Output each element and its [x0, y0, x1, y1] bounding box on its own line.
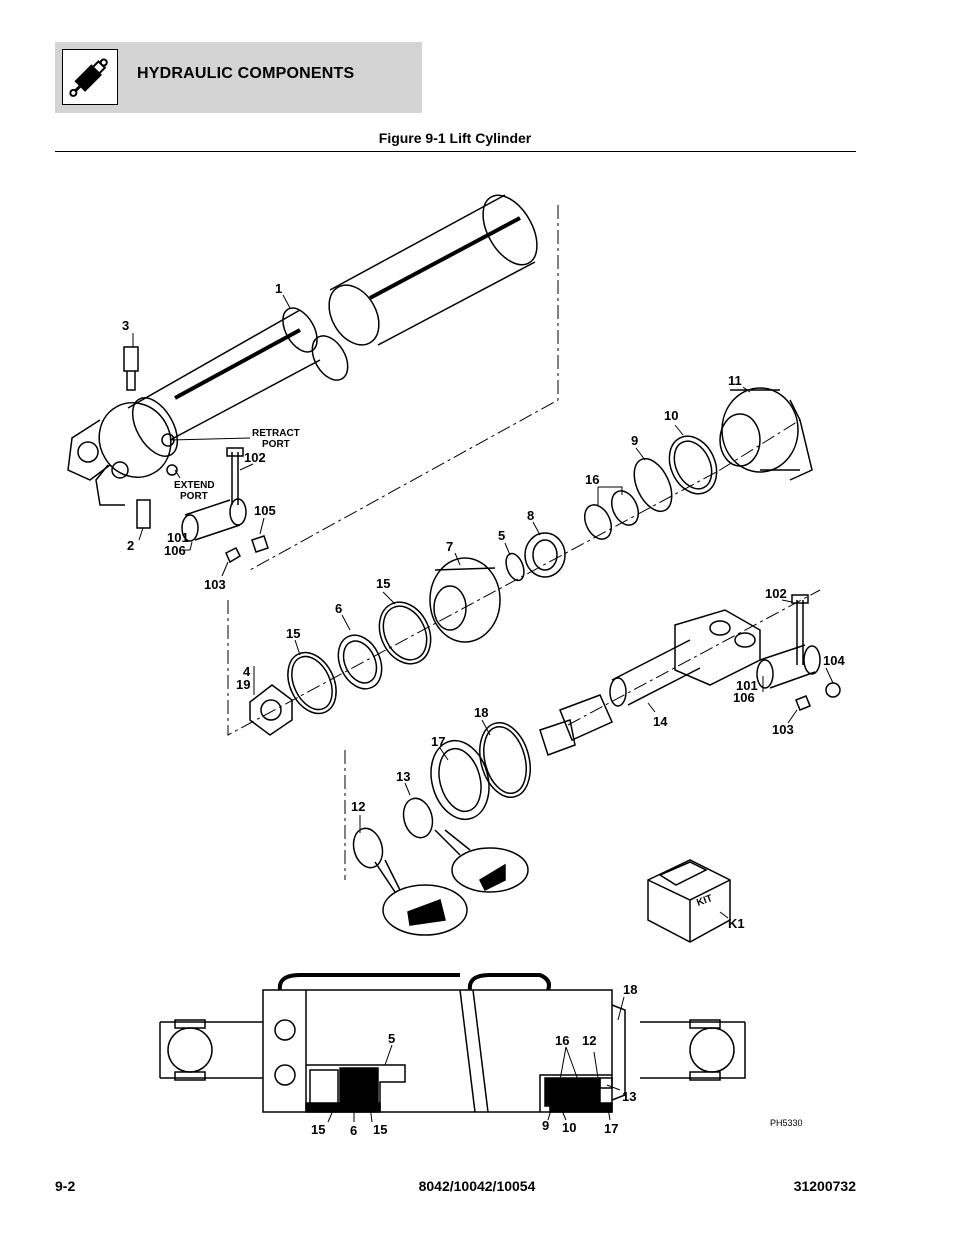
- callout-7: 7: [446, 539, 453, 554]
- footer-doc-number: 31200732: [793, 1178, 856, 1194]
- callout-k1: K1: [728, 916, 745, 931]
- callout-104: 104: [823, 653, 845, 668]
- section-callout-18: 18: [623, 982, 637, 997]
- callout-9a: 9: [631, 433, 638, 448]
- callout-18a: 18: [474, 705, 488, 720]
- section-title: HYDRAULIC COMPONENTS: [137, 65, 355, 82]
- callout-102b: 102: [765, 586, 787, 601]
- callout-103a: 103: [204, 577, 226, 592]
- header-rule: [55, 151, 856, 152]
- callout-101b: 101: [736, 678, 758, 693]
- callout-103b: 103: [772, 722, 794, 737]
- callout-102a: 102: [244, 450, 266, 465]
- label-retract: RETRACT: [252, 428, 300, 439]
- callout-11: 11: [728, 373, 742, 388]
- drawing-reference-number: PH5330: [770, 1118, 803, 1128]
- callout-6a: 6: [335, 601, 342, 616]
- section-callout-5: 5: [388, 1031, 395, 1046]
- section-callout-17: 17: [604, 1121, 618, 1136]
- callout-101a: 101: [167, 530, 189, 545]
- callout-13a: 13: [396, 769, 410, 784]
- callout-19: 19: [236, 677, 250, 692]
- label-extend-port: PORT: [180, 491, 208, 502]
- callout-14: 14: [653, 714, 668, 729]
- callout-8: 8: [527, 508, 534, 523]
- callout-10a: 10: [664, 408, 678, 423]
- footer-models: 8042/10042/10054: [418, 1178, 536, 1194]
- callout-2: 2: [127, 538, 134, 553]
- section-callout-6: 6: [350, 1123, 357, 1138]
- callout-106a: 106: [164, 543, 186, 558]
- section-callout-10: 10: [562, 1120, 576, 1135]
- section-callout-12: 12: [582, 1033, 596, 1048]
- callout-4: 4: [243, 664, 251, 679]
- callout-5a: 5: [498, 528, 505, 543]
- callout-105: 105: [254, 503, 276, 518]
- label-extend: EXTEND: [174, 480, 215, 491]
- footer-page-number: 9-2: [55, 1178, 76, 1194]
- figure-title: Figure 9-1 Lift Cylinder: [378, 130, 532, 146]
- label-kit: KIT: [695, 893, 714, 909]
- callout-106b: 106: [733, 690, 755, 705]
- callout-3: 3: [122, 318, 129, 333]
- callout-16a: 16: [585, 472, 599, 487]
- section-callout-9: 9: [542, 1118, 549, 1133]
- section-callout-15b: 15: [373, 1122, 387, 1137]
- callout-17a: 17: [431, 734, 445, 749]
- callout-labels: 1 3 2 RETRACT PORT EXTEND PORT 102 105 1…: [122, 281, 845, 1138]
- section-callout-13: 13: [622, 1089, 636, 1104]
- drawing-linework: [67, 194, 841, 1113]
- section-callout-15a: 15: [311, 1122, 325, 1137]
- section-callout-16: 16: [555, 1033, 569, 1048]
- callout-15a: 15: [376, 576, 390, 591]
- callout-15b: 15: [286, 626, 300, 641]
- callout-1: 1: [275, 281, 282, 296]
- callout-12a: 12: [351, 799, 365, 814]
- label-retract-port: PORT: [262, 439, 290, 450]
- hydraulic-cylinder-icon: [62, 49, 118, 105]
